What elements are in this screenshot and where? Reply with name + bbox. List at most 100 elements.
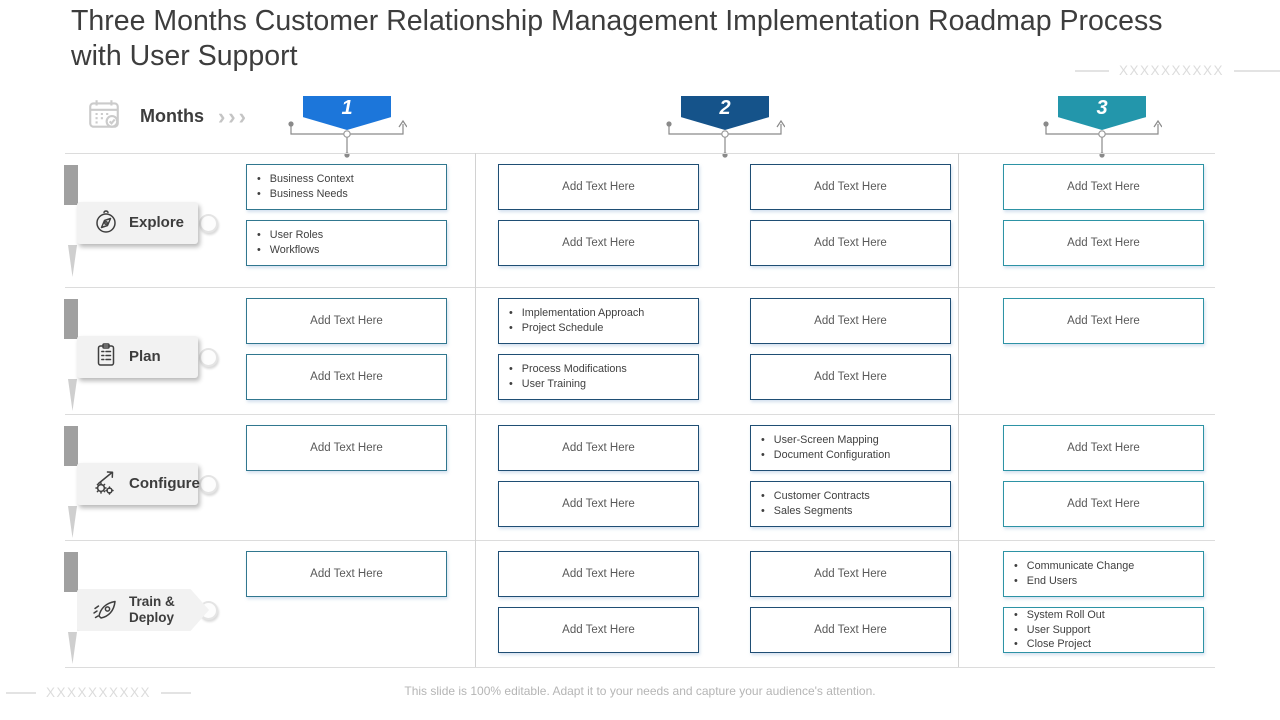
text-placeholder-box[interactable]: Add Text Here <box>246 354 447 400</box>
month-bracket-connector <box>287 117 408 166</box>
bullet-item: •Implementation Approach <box>509 307 645 320</box>
watermark-text: XXXXXXXXXX <box>1118 63 1224 78</box>
bullet-item: •Workflows <box>257 244 320 256</box>
text-placeholder-box[interactable]: Add Text Here <box>498 425 699 471</box>
text-placeholder-box[interactable]: Add Text Here <box>498 164 699 210</box>
content-box[interactable]: •System Roll Out•User Support•Close Proj… <box>1003 607 1204 653</box>
bullet-text: Document Configuration <box>773 449 891 461</box>
text-placeholder-box[interactable]: Add Text Here <box>246 425 447 471</box>
months-label: Months <box>140 106 204 126</box>
text-placeholder-box[interactable]: Add Text Here <box>750 220 951 266</box>
bullet-text: Process Modifications <box>521 363 627 376</box>
row-connector-circle <box>199 348 218 367</box>
bullet-item: •Customer Contracts <box>761 490 870 503</box>
row-label-train-deploy: Train & Deploy <box>77 589 209 631</box>
bullet-item: •Close Project <box>1014 638 1091 651</box>
bullet-item: •User-Screen Mapping <box>761 434 879 447</box>
bullet-text: System Roll Out <box>1026 608 1105 621</box>
bullet-item: •Communicate Change <box>1014 560 1135 573</box>
bullet-text: User Training <box>521 378 586 390</box>
text-placeholder-box[interactable]: Add Text Here <box>750 607 951 653</box>
watermark-line <box>1234 69 1280 72</box>
content-box[interactable]: •User-Screen Mapping •Document Configurat… <box>750 425 951 471</box>
watermark-text: XXXXXXXXXX <box>46 685 152 700</box>
month-bracket-connector <box>665 117 786 166</box>
bullet-text: User-Screen Mapping <box>773 434 879 447</box>
grid-line <box>65 667 1215 668</box>
content-box[interactable]: •User Roles •Workflows <box>246 220 447 266</box>
text-placeholder-box[interactable]: Add Text Here <box>498 220 699 266</box>
footer-note: This slide is 100% editable. Adapt it to… <box>404 684 876 698</box>
bullet-item: •User Roles <box>257 229 324 242</box>
text-placeholder-box[interactable]: Add Text Here <box>750 354 951 400</box>
row-label-text: Plan <box>129 348 161 365</box>
row-label-text: Configure <box>129 475 200 492</box>
bullet-item: •Process Modifications <box>509 363 627 376</box>
gears-icon <box>84 467 121 502</box>
text-placeholder-box[interactable]: Add Text Here <box>1003 298 1204 344</box>
bullet-text: Business Context <box>269 173 354 186</box>
row-ribbon-tail <box>68 245 77 277</box>
bullet-item: •Document Configuration <box>761 449 891 461</box>
watermark-line <box>161 691 192 694</box>
bullet-text: Business Needs <box>269 188 348 200</box>
row-ribbon <box>64 299 78 339</box>
row-label-configure: Configure <box>77 463 200 505</box>
bullet-item: •User Training <box>509 378 586 390</box>
bullet-text: Workflows <box>269 244 320 256</box>
row-label-text: Train & Deploy <box>129 594 175 625</box>
month-number: 1 <box>341 97 353 119</box>
month-number: 3 <box>1096 97 1108 119</box>
row-ribbon-tail <box>68 632 77 664</box>
bullet-item: •User Support <box>1014 623 1091 636</box>
text-placeholder-box[interactable]: Add Text Here <box>1003 481 1204 527</box>
rocket-icon <box>84 593 121 628</box>
grid-line <box>65 540 1215 541</box>
bullet-text: End Users <box>1026 575 1078 587</box>
months-header: Months ››› <box>86 96 249 137</box>
text-placeholder-box[interactable]: Add Text Here <box>750 298 951 344</box>
row-ribbon <box>64 165 78 205</box>
watermark-bottom-left: XXXXXXXXXX <box>6 685 192 700</box>
text-placeholder-box[interactable]: Add Text Here <box>246 298 447 344</box>
month-number: 2 <box>719 97 731 119</box>
bullet-item: •Project Schedule <box>509 322 604 334</box>
bullet-item: •Business Context <box>257 173 354 186</box>
content-box[interactable]: •Communicate Change •End Users <box>1003 551 1204 597</box>
row-ribbon <box>64 552 78 592</box>
bullet-item: •End Users <box>1014 575 1078 587</box>
row-connector-circle <box>199 475 218 494</box>
grid-line <box>475 153 476 667</box>
content-box[interactable]: •Implementation Approach •Project Schedul… <box>498 298 699 344</box>
row-label-explore: Explore <box>77 202 198 244</box>
page-title: Three Months Customer Relationship Manag… <box>71 5 1163 72</box>
month-bracket-connector <box>1042 117 1163 166</box>
grid-line <box>65 414 1215 415</box>
text-placeholder-box[interactable]: Add Text Here <box>498 481 699 527</box>
grid-line <box>65 153 1215 154</box>
text-placeholder-box[interactable]: Add Text Here <box>498 607 699 653</box>
text-placeholder-box[interactable]: Add Text Here <box>498 551 699 597</box>
clipboard-icon <box>84 340 121 375</box>
text-placeholder-box[interactable]: Add Text Here <box>750 551 951 597</box>
compass-icon <box>84 206 121 241</box>
text-placeholder-box[interactable]: Add Text Here <box>750 164 951 210</box>
bullet-item: •Business Needs <box>257 188 348 200</box>
watermark-line <box>6 691 36 694</box>
text-placeholder-box[interactable]: Add Text Here <box>1003 425 1204 471</box>
row-connector-circle <box>199 214 218 233</box>
content-box[interactable]: •Business Context •Business Needs <box>246 164 447 210</box>
bullet-text: Sales Segments <box>773 505 853 517</box>
text-placeholder-box[interactable]: Add Text Here <box>1003 164 1204 210</box>
bullet-text: User Roles <box>269 229 324 242</box>
text-placeholder-box[interactable]: Add Text Here <box>246 551 447 597</box>
content-box[interactable]: •Process Modifications •User Training <box>498 354 699 400</box>
content-box[interactable]: •Customer Contracts •Sales Segments <box>750 481 951 527</box>
row-ribbon-tail <box>68 506 77 538</box>
bullet-item: •Sales Segments <box>761 505 853 517</box>
bullet-text: Project Schedule <box>521 322 604 334</box>
grid-line <box>958 153 959 667</box>
text-placeholder-box[interactable]: Add Text Here <box>1003 220 1204 266</box>
bullet-text: Implementation Approach <box>521 307 645 320</box>
